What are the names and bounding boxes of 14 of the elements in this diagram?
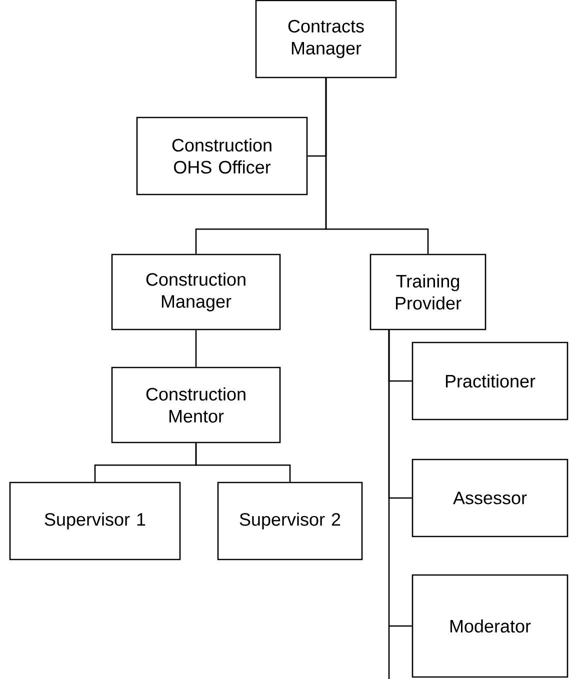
org-box: Construction Mentor xyxy=(111,366,281,444)
org-box: Supervisor 2 xyxy=(217,482,363,560)
connector-line xyxy=(195,443,291,482)
org-box: Moderator xyxy=(412,574,568,678)
org-box: Practitioner xyxy=(412,342,568,420)
org-box: Training Provider xyxy=(370,254,486,330)
org-box: Contracts Manager xyxy=(255,0,397,78)
org-box: Construction Manager xyxy=(111,254,281,330)
connector-line xyxy=(325,78,429,254)
org-box: Construction OHS Officer xyxy=(136,116,308,196)
org-box: Supervisor 1 xyxy=(9,482,181,560)
org-box: Assessor xyxy=(412,458,568,538)
connector-line xyxy=(195,330,197,367)
connector-line xyxy=(388,330,412,627)
